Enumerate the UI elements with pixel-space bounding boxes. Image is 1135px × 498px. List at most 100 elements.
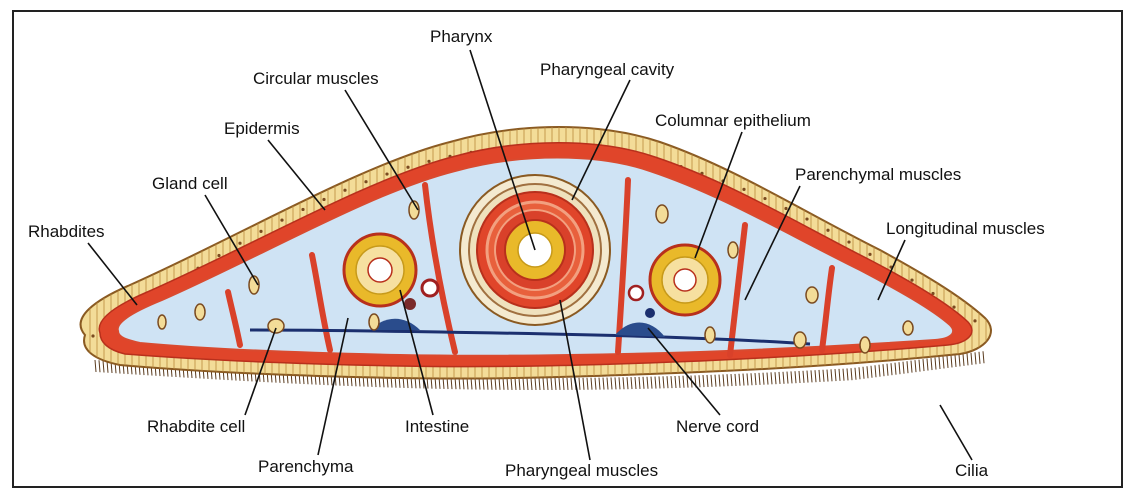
epidermis-nucleus xyxy=(301,208,304,211)
cilium xyxy=(967,353,968,365)
cilium xyxy=(815,370,816,382)
cilium xyxy=(759,373,760,385)
cilium xyxy=(883,364,884,376)
cilium xyxy=(715,375,716,387)
label-cilia: Cilia xyxy=(955,461,989,480)
cilium xyxy=(915,360,916,372)
cilium xyxy=(867,366,868,378)
epidermis-nucleus xyxy=(847,240,850,243)
label-columnar-epithelium: Columnar epithelium xyxy=(655,111,811,130)
cilium xyxy=(871,366,872,378)
epidermis-nucleus xyxy=(238,242,241,245)
epidermis-nucleus xyxy=(343,189,346,192)
cilium xyxy=(591,378,592,390)
cilium xyxy=(571,378,572,390)
epidermis-nucleus xyxy=(91,334,94,337)
epidermis-nucleus xyxy=(364,180,367,183)
cilium xyxy=(711,375,712,387)
cilium xyxy=(911,361,912,373)
label-circular-muscles: Circular muscles xyxy=(253,69,379,88)
cilium xyxy=(567,378,568,390)
cilium xyxy=(795,371,796,383)
cilium xyxy=(947,356,948,368)
cilium xyxy=(699,375,700,387)
cilium xyxy=(863,367,864,379)
cilium xyxy=(779,372,780,384)
label-nerve-cord: Nerve cord xyxy=(676,417,759,436)
cilium xyxy=(803,371,804,383)
cilium xyxy=(655,377,656,389)
label-gland-cell: Gland cell xyxy=(152,174,228,193)
cilium xyxy=(939,357,940,369)
cilium xyxy=(875,365,876,377)
epidermis-nucleus xyxy=(910,279,913,282)
cilium xyxy=(647,377,648,389)
cilium xyxy=(791,371,792,383)
cilium xyxy=(851,368,852,380)
cilium xyxy=(703,375,704,387)
label-intestine: Intestine xyxy=(405,417,469,436)
cilium xyxy=(495,378,496,390)
cilium xyxy=(835,369,836,381)
label-pharyngeal-cavity: Pharyngeal cavity xyxy=(540,60,675,79)
cilium xyxy=(879,365,880,377)
cilium xyxy=(631,377,632,389)
epidermis-nucleus xyxy=(868,253,871,256)
cilium xyxy=(555,378,556,390)
cilium xyxy=(783,372,784,384)
cilium xyxy=(639,377,640,389)
cilium xyxy=(643,377,644,389)
cilium xyxy=(547,378,548,390)
cilium xyxy=(671,376,672,388)
cilium xyxy=(931,358,932,370)
cilium xyxy=(99,360,100,372)
cilium xyxy=(755,373,756,385)
cilium xyxy=(983,351,984,363)
epidermis-nucleus xyxy=(259,230,262,233)
cilium xyxy=(855,368,856,380)
label-rhabdites: Rhabdites xyxy=(28,222,105,241)
cilium xyxy=(635,377,636,389)
cilium xyxy=(723,374,724,386)
epidermis-nucleus xyxy=(742,188,745,191)
epidermis-nucleus xyxy=(322,198,325,201)
cilium xyxy=(727,374,728,386)
cilium xyxy=(731,374,732,386)
cilium xyxy=(663,376,664,388)
cilium xyxy=(543,378,544,390)
cilium xyxy=(971,353,972,365)
cilium xyxy=(935,358,936,370)
cilium xyxy=(675,376,676,388)
cilium xyxy=(95,360,96,372)
cilium xyxy=(955,355,956,367)
cilium xyxy=(735,374,736,386)
cilium xyxy=(775,372,776,384)
cilium xyxy=(799,371,800,383)
cilium xyxy=(979,352,980,364)
cilium xyxy=(535,378,536,390)
cilium xyxy=(539,378,540,390)
cilium xyxy=(487,378,488,390)
cilium xyxy=(787,372,788,384)
cilium xyxy=(683,376,684,388)
cilium xyxy=(551,378,552,390)
leader-cilia xyxy=(940,405,972,460)
cilium xyxy=(819,370,820,382)
cilium xyxy=(607,377,608,389)
cilium xyxy=(491,378,492,390)
cilium xyxy=(843,369,844,381)
cilium xyxy=(515,378,516,390)
cilium xyxy=(687,376,688,388)
label-parenchyma: Parenchyma xyxy=(258,457,354,476)
cilium xyxy=(747,373,748,385)
cilium xyxy=(927,359,928,371)
epidermis-nucleus xyxy=(763,197,766,200)
cilium xyxy=(859,367,860,379)
cilium xyxy=(531,378,532,390)
cilium xyxy=(903,362,904,374)
cilium xyxy=(615,377,616,389)
cilium xyxy=(519,378,520,390)
cilium xyxy=(679,376,680,388)
epidermis-nucleus xyxy=(385,172,388,175)
cilium xyxy=(919,360,920,372)
